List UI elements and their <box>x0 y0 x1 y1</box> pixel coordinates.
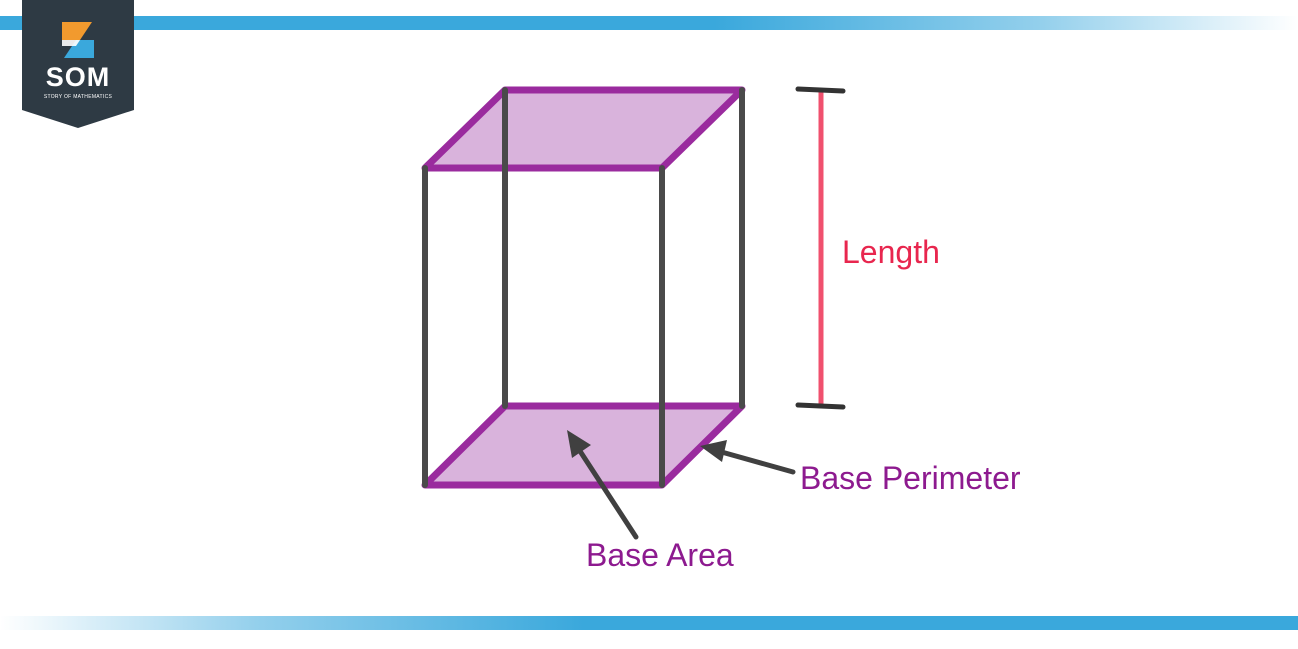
top-accent-band <box>0 16 1298 30</box>
base-area-arrow-shaft <box>575 445 639 540</box>
top-face <box>421 86 746 172</box>
length-label: Length <box>842 234 940 270</box>
som-logo <box>22 0 134 128</box>
logo-s-mark-icon <box>62 22 94 58</box>
logo-title: SOM <box>45 62 111 92</box>
base-area-arrowhead-icon <box>567 430 591 458</box>
bottom-accent-band <box>0 616 1298 630</box>
base-perimeter-arrowhead-icon <box>700 440 727 462</box>
length-marker-top-tick <box>795 86 846 94</box>
base-area-label: Base Area <box>586 537 734 573</box>
logo-subtitle: STORY OF MATHEMATICS <box>43 94 113 100</box>
logo-badge <box>22 0 134 128</box>
base-perimeter-arrow-shaft <box>715 448 796 475</box>
base-perimeter-label: Base Perimeter <box>800 460 1021 496</box>
length-marker-bottom-tick <box>795 402 846 410</box>
